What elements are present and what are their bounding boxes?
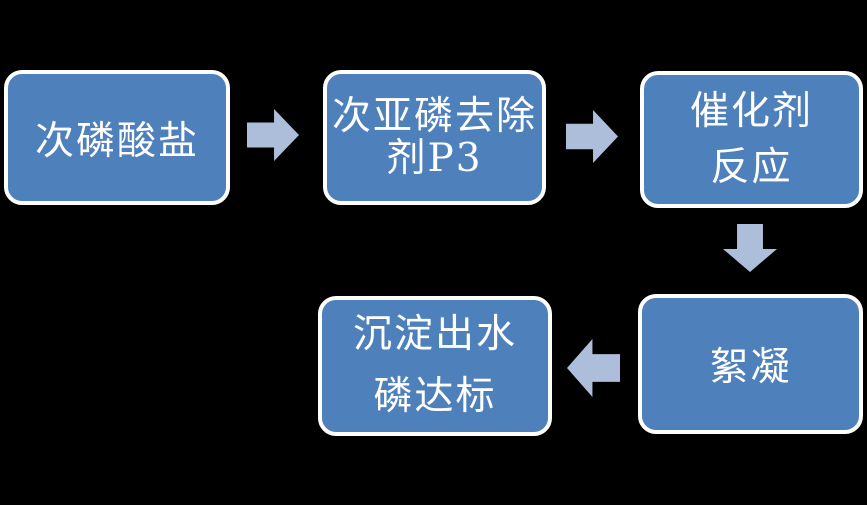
arrow-right-icon <box>566 110 618 163</box>
flow-node-catalyst-reaction: 催化剂 反应 <box>640 71 863 208</box>
flow-node-removal-agent-p3: 次亚磷去除 剂P3 <box>323 70 546 205</box>
node-label-line: 催化剂 <box>689 88 813 134</box>
node-label-line: 磷达标 <box>373 374 497 419</box>
node-label-line: 剂P3 <box>386 135 483 181</box>
node-label-line: 絮凝 <box>709 345 792 390</box>
flow-node-effluent-p-compliant: 沉淀出水 磷达标 <box>318 296 552 436</box>
arrow-down-icon <box>723 224 777 272</box>
flow-node-hypophosphite: 次磷酸盐 <box>4 70 230 205</box>
arrow-left-icon <box>567 339 620 397</box>
node-label-line: 次亚磷去除 <box>331 93 537 139</box>
arrow-right-icon <box>247 109 299 161</box>
node-label-line: 沉淀出水 <box>352 312 517 357</box>
node-label-line: 次磷酸盐 <box>34 118 199 164</box>
node-label-line: 反应 <box>710 144 793 190</box>
flow-node-flocculation: 絮凝 <box>638 294 863 434</box>
